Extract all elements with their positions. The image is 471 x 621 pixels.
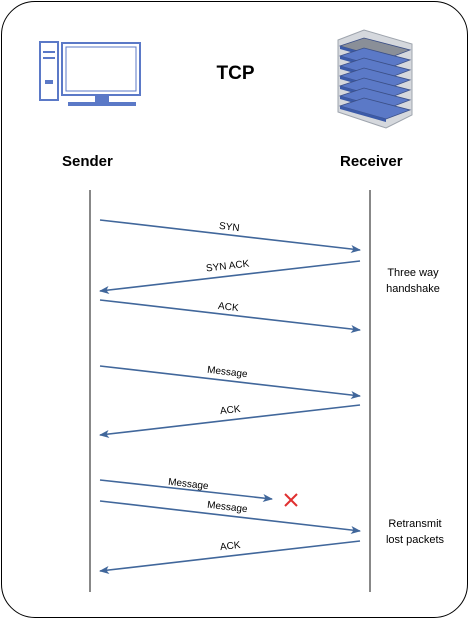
syn-arrow — [99, 219, 361, 253]
receiver-label: Receiver — [340, 153, 403, 170]
syn-label: SYN — [218, 220, 241, 235]
handshake-note: Three way handshake — [368, 265, 458, 297]
sender-label: Sender — [62, 153, 113, 170]
message-arrows — [99, 219, 361, 574]
handshake-note-line-1: Three way — [387, 267, 439, 279]
retransmit-note-line-1: Retransmit — [388, 518, 442, 530]
retransmit-ack-arrow — [99, 540, 361, 574]
syn-ack-arrow — [99, 260, 361, 294]
message-ack-label: ACK — [219, 403, 242, 418]
retransmit-ack-label: ACK — [219, 539, 242, 554]
retransmit-message-arrow — [99, 500, 361, 534]
diagram-title: TCP — [216, 63, 255, 84]
desktop-computer-icon — [39, 41, 141, 106]
retransmit-note: Retransmit lost packets — [370, 516, 460, 548]
ack-arrow — [99, 299, 361, 333]
handshake-note-line-2: handshake — [386, 283, 440, 295]
server-blade-front — [340, 106, 386, 122]
lost-message-arrow — [99, 479, 273, 502]
message-ack-arrow — [99, 404, 361, 438]
server-rack-icon — [337, 29, 413, 129]
message-arrow — [99, 365, 361, 399]
retransmit-note-line-2: lost packets — [385, 534, 445, 546]
lost-packet-cross-icon — [284, 493, 298, 507]
ack-label: ACK — [217, 300, 240, 315]
